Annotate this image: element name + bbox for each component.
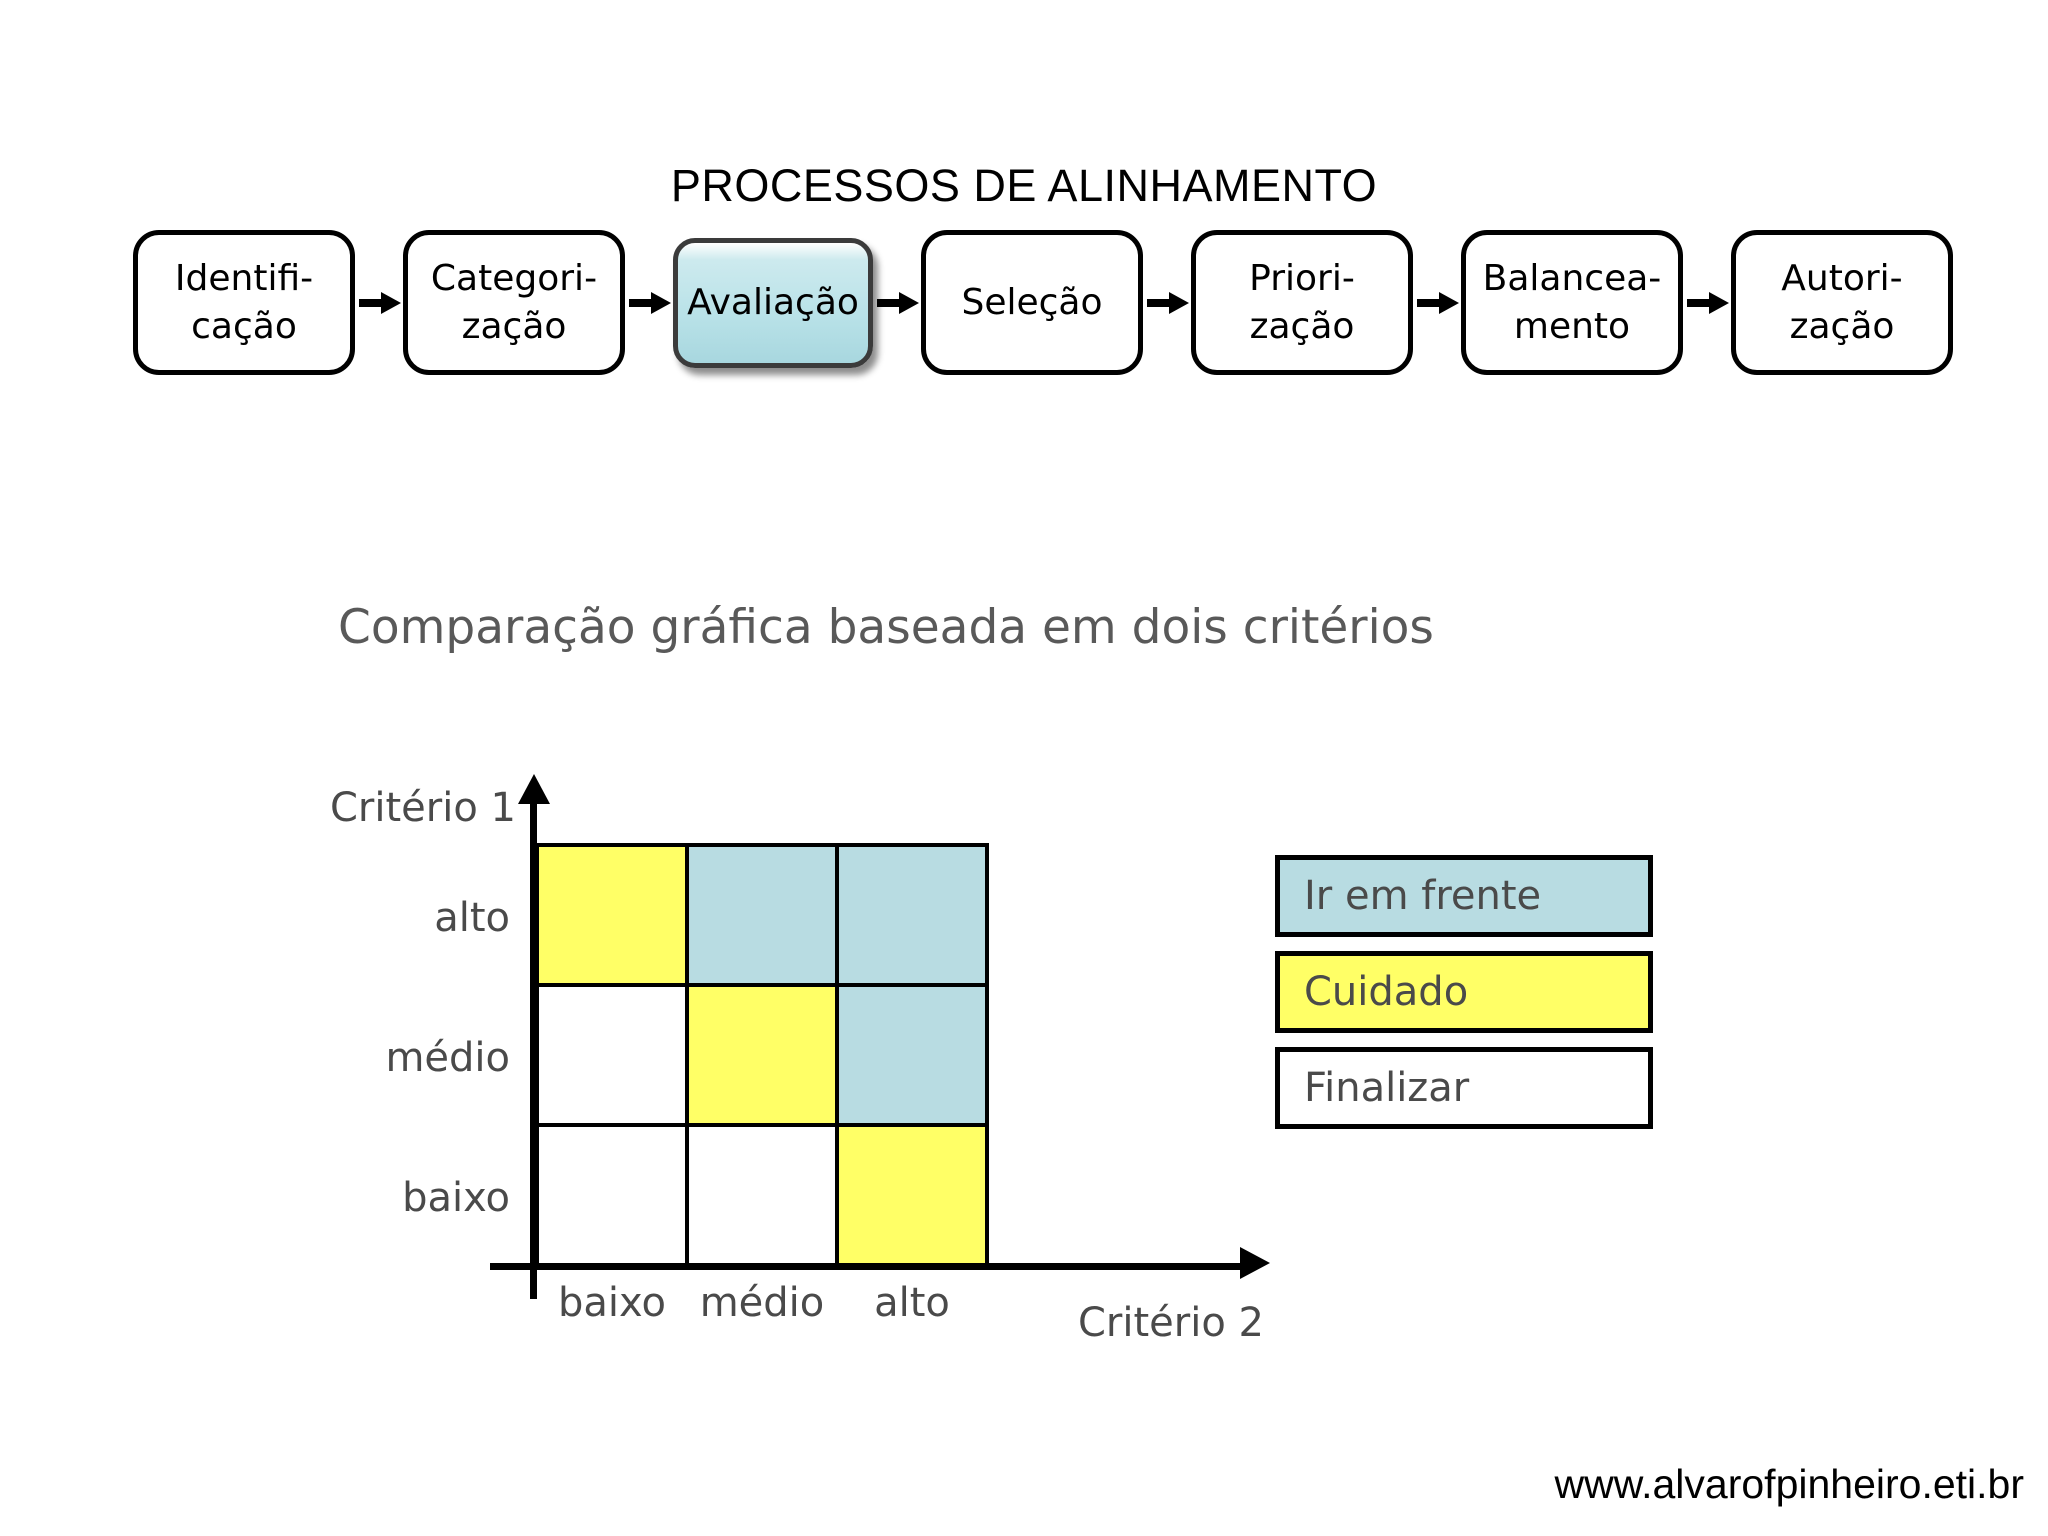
x-tick-label-medio: médio bbox=[699, 1280, 825, 1326]
legend-item-label: Ir em frente bbox=[1304, 873, 1542, 919]
legend-item-label: Cuidado bbox=[1304, 969, 1469, 1015]
matrix-cell-médio-baixo[interactable] bbox=[535, 983, 689, 1127]
process-step-identificacao[interactable]: Identifi-cação bbox=[133, 230, 355, 375]
criteria-matrix-chart: Critério 1 alto médio baixo baixo médio … bbox=[0, 760, 1400, 1346]
process-step-label: Avaliação bbox=[687, 281, 859, 323]
matrix-cell-alto-médio[interactable] bbox=[685, 843, 839, 987]
arrow-right-icon-4 bbox=[1143, 291, 1191, 314]
process-flow-title: PROCESSOS DE ALINHAMENTO bbox=[670, 160, 1378, 211]
arrow-shaft bbox=[1687, 298, 1713, 307]
matrix-cell-médio-médio[interactable] bbox=[685, 983, 839, 1127]
arrow-right-icon-5 bbox=[1413, 291, 1461, 314]
process-step-selecao[interactable]: Seleção bbox=[921, 230, 1143, 375]
arrow-shaft bbox=[629, 298, 655, 307]
y-axis-title: Critério 1 bbox=[330, 785, 516, 831]
y-tick-label-baixo: baixo bbox=[402, 1175, 510, 1221]
y-tick-label-medio: médio bbox=[385, 1035, 510, 1081]
origin-tick-mark bbox=[530, 1263, 537, 1299]
process-step-chain: Identifi-cação Categori-zação Avaliação … bbox=[133, 230, 1953, 375]
arrow-right-icon-1 bbox=[355, 291, 403, 314]
process-step-autorizacao[interactable]: Autori-zação bbox=[1731, 230, 1953, 375]
arrow-head bbox=[381, 291, 401, 314]
process-step-avaliacao[interactable]: Avaliação bbox=[673, 237, 873, 368]
process-step-categorizacao[interactable]: Categori-zação bbox=[403, 230, 625, 375]
process-step-label: Autori-zação bbox=[1781, 257, 1903, 347]
legend-item-label: Finalizar bbox=[1304, 1065, 1470, 1111]
arrow-shaft bbox=[1147, 298, 1173, 307]
legend-item-ir-em-frente[interactable]: Ir em frente bbox=[1275, 855, 1653, 937]
arrow-shaft bbox=[877, 298, 903, 307]
x-tick-label-alto: alto bbox=[874, 1280, 950, 1326]
arrow-head bbox=[1169, 291, 1189, 314]
process-step-label: Identifi-cação bbox=[174, 257, 314, 347]
arrow-head bbox=[1709, 291, 1729, 314]
arrow-right-icon-3 bbox=[873, 291, 921, 314]
process-step-label: Seleção bbox=[961, 281, 1103, 323]
legend-item-finalizar[interactable]: Finalizar bbox=[1275, 1047, 1653, 1129]
matrix-subtitle: Comparação gráfica baseada em dois crité… bbox=[338, 600, 1434, 655]
x-axis-title: Critério 2 bbox=[1078, 1300, 1264, 1346]
footer-website-url: www.alvarofpinheiro.eti.br bbox=[1554, 1461, 2024, 1507]
process-step-label: Priori-zação bbox=[1249, 257, 1355, 347]
matrix-grid bbox=[535, 843, 989, 1267]
matrix-cell-baixo-baixo[interactable] bbox=[535, 1123, 689, 1267]
arrow-head bbox=[899, 291, 919, 314]
process-flow-section: PROCESSOS DE ALINHAMENTO Identifi-cação … bbox=[0, 0, 2048, 420]
matrix-cell-alto-baixo[interactable] bbox=[535, 843, 689, 987]
matrix-cell-baixo-médio[interactable] bbox=[685, 1123, 839, 1267]
process-step-balanceamento[interactable]: Balancea-mento bbox=[1461, 230, 1683, 375]
matrix-cell-alto-alto[interactable] bbox=[835, 843, 989, 987]
y-axis-arrow-icon bbox=[518, 774, 550, 804]
process-step-priorizacao[interactable]: Priori-zação bbox=[1191, 230, 1413, 375]
y-tick-label-alto: alto bbox=[434, 895, 510, 941]
matrix-cell-baixo-alto[interactable] bbox=[835, 1123, 989, 1267]
arrow-shaft bbox=[359, 298, 385, 307]
y-axis-line bbox=[530, 800, 537, 1270]
arrow-head bbox=[1439, 291, 1459, 314]
arrow-shaft bbox=[1417, 298, 1443, 307]
x-axis-arrow-icon bbox=[1240, 1247, 1270, 1279]
process-step-label: Balancea-mento bbox=[1482, 257, 1662, 347]
arrow-head bbox=[651, 291, 671, 314]
chart-legend: Ir em frente Cuidado Finalizar bbox=[1275, 855, 1655, 1143]
arrow-right-icon-2 bbox=[625, 291, 673, 314]
legend-item-cuidado[interactable]: Cuidado bbox=[1275, 951, 1653, 1033]
arrow-right-icon-6 bbox=[1683, 291, 1731, 314]
x-tick-label-baixo: baixo bbox=[558, 1280, 666, 1326]
process-step-label: Categori-zação bbox=[430, 257, 598, 347]
matrix-cell-médio-alto[interactable] bbox=[835, 983, 989, 1127]
